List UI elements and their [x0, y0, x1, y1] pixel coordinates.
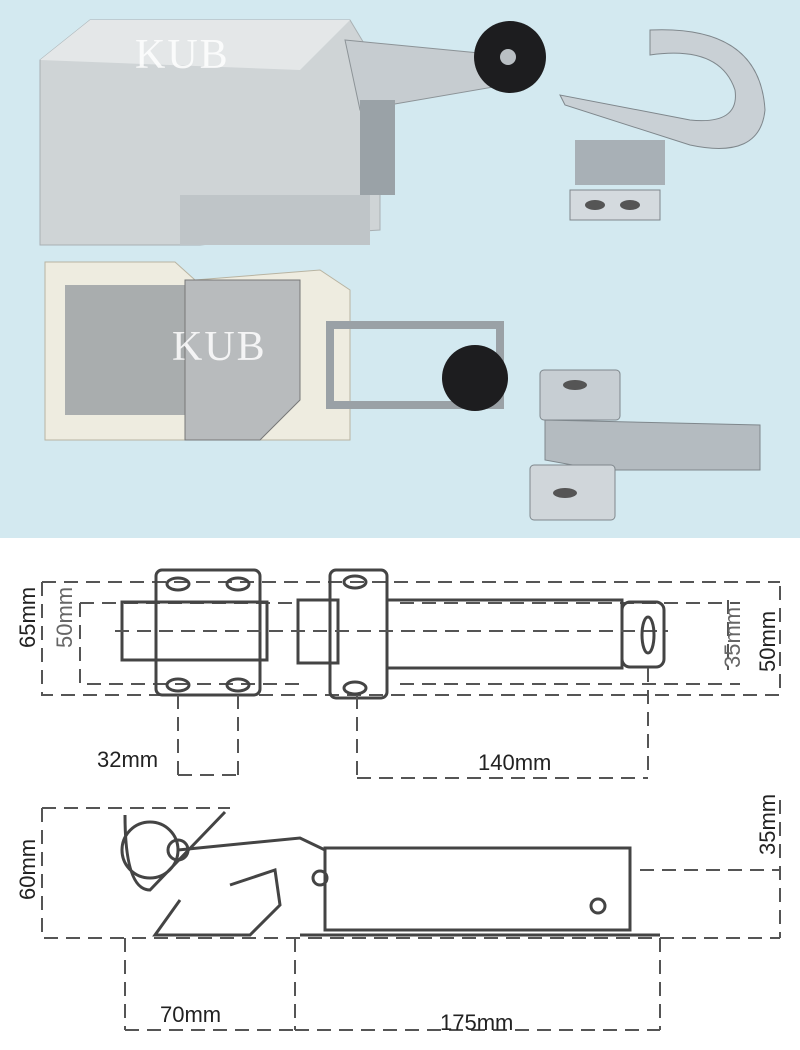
door-closer-photo-bottom: KUB	[44, 261, 508, 441]
dim-mount-height: 50mm	[52, 587, 77, 648]
side-view-drawing	[41, 800, 781, 1031]
dim-overall-height: 65mm	[15, 587, 40, 648]
dim-inner-width: 35mm	[720, 607, 745, 668]
watermark-bottom: KUB	[172, 324, 267, 370]
dim-body-length: 175mm	[440, 1010, 513, 1035]
product-photos: KUB KUB	[0, 0, 800, 538]
dim-strike-length: 70mm	[160, 1002, 221, 1027]
top-view-drawing	[41, 568, 781, 779]
dim-hole-spacing: 32mm	[97, 747, 158, 772]
watermark: KUB	[135, 32, 230, 78]
dim-side-offset: 35mm	[755, 794, 780, 855]
door-closer-photo-top: KUB	[39, 19, 546, 246]
dim-side-height: 60mm	[15, 839, 40, 900]
strike-hook-photo-bottom	[529, 369, 761, 521]
dim-length: 140mm	[478, 750, 551, 775]
dim-outer-width: 50mm	[755, 611, 780, 672]
strike-hook-photo-top	[559, 29, 766, 221]
